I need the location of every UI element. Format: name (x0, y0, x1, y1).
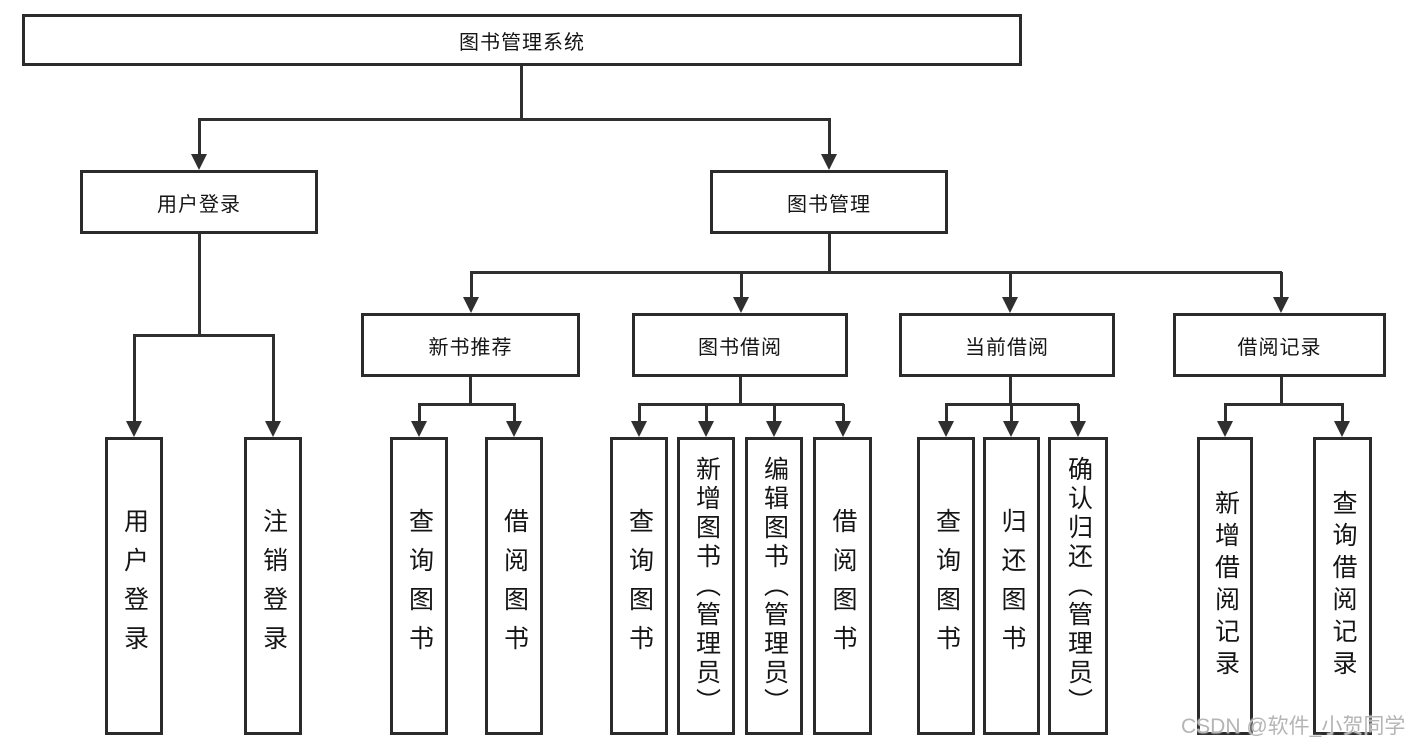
arrow-down (506, 404, 522, 437)
node-br-query-label: 查询借阅记录 (1329, 490, 1357, 682)
connector-line (133, 334, 275, 337)
node-new-books: 新书推荐 (361, 313, 580, 377)
node-current-borrow-label: 当前借阅 (965, 336, 1049, 359)
node-bb-borrow-label: 借阅图书 (829, 508, 857, 664)
watermark: CSDN @软件_小贺同学 (1181, 715, 1405, 738)
node-br-add: 新增借阅记录 (1197, 437, 1253, 735)
node-cb-return: 归还图书 (983, 437, 1040, 735)
connector-line (1009, 377, 1012, 406)
node-br-add-label: 新增借阅记录 (1211, 490, 1240, 682)
node-login-user-label: 用户登录 (120, 508, 149, 664)
connector-line (469, 377, 472, 406)
connector-line (1224, 403, 1344, 406)
node-book-borrow-label: 图书借阅 (698, 336, 782, 359)
arrow-down (191, 119, 207, 170)
arrow-down (265, 335, 281, 437)
arrow-down (126, 335, 142, 437)
node-nb-borrow-label: 借阅图书 (500, 508, 529, 664)
connector-line (470, 271, 1282, 274)
connector-line (198, 234, 201, 337)
arrow-down (1334, 404, 1350, 437)
node-borrow-records-label: 借阅记录 (1237, 336, 1322, 359)
node-bb-query-label: 查询图书 (625, 508, 654, 664)
node-root: 图书管理系统 (22, 14, 1022, 66)
node-bb-add: 新增图书（管理员） (677, 437, 735, 735)
connector-line (739, 377, 742, 406)
node-cb-query-label: 查询图书 (932, 508, 961, 664)
arrow-down (938, 404, 954, 437)
node-bb-edit: 编辑图书（管理员） (745, 437, 803, 735)
node-cb-query: 查询图书 (917, 437, 975, 735)
arrow-down (766, 404, 782, 437)
node-cb-return-label: 归还图书 (998, 508, 1026, 664)
arrow-down (821, 119, 837, 170)
node-borrow-records: 借阅记录 (1173, 313, 1386, 377)
node-cb-confirm-label: 确认归还（管理员） (1064, 455, 1093, 717)
arrow-down (698, 404, 714, 437)
connector-line (520, 66, 523, 121)
arrow-down (463, 272, 479, 313)
node-nb-query: 查询图书 (390, 437, 448, 735)
node-bb-edit-label: 编辑图书（管理员） (760, 455, 789, 717)
node-br-query: 查询借阅记录 (1313, 437, 1372, 735)
connector-line (418, 403, 516, 406)
arrow-down (1273, 272, 1289, 313)
node-login-logout-label: 注销登录 (259, 508, 288, 664)
node-bb-add-label: 新增图书（管理员） (692, 455, 721, 717)
arrow-down (835, 404, 851, 437)
arrow-down (1003, 404, 1019, 437)
arrow-down (733, 272, 749, 313)
node-user-login: 用户登录 (80, 170, 318, 234)
node-user-login-label: 用户登录 (157, 193, 241, 216)
connector-line (828, 234, 831, 274)
node-nb-borrow: 借阅图书 (485, 437, 543, 735)
node-bb-borrow: 借阅图书 (813, 437, 872, 735)
arrow-down (631, 404, 647, 437)
arrow-down (1217, 404, 1233, 437)
node-login-user: 用户登录 (105, 437, 163, 735)
node-nb-query-label: 查询图书 (405, 508, 434, 664)
connector-line (638, 403, 844, 406)
arrow-down (1002, 272, 1018, 313)
connector-line (1280, 377, 1283, 406)
arrow-down (1070, 404, 1086, 437)
node-book-mgmt: 图书管理 (710, 170, 948, 234)
node-login-logout: 注销登录 (244, 437, 302, 735)
node-new-books-label: 新书推荐 (428, 336, 513, 359)
node-root-label: 图书管理系统 (459, 31, 585, 54)
node-cb-confirm: 确认归还（管理员） (1048, 437, 1108, 735)
node-current-borrow: 当前借阅 (899, 313, 1115, 377)
arrow-down (411, 404, 427, 437)
node-book-mgmt-label: 图书管理 (787, 193, 871, 216)
node-book-borrow: 图书借阅 (632, 313, 848, 377)
connector-line (198, 118, 831, 121)
node-bb-query: 查询图书 (610, 437, 668, 735)
